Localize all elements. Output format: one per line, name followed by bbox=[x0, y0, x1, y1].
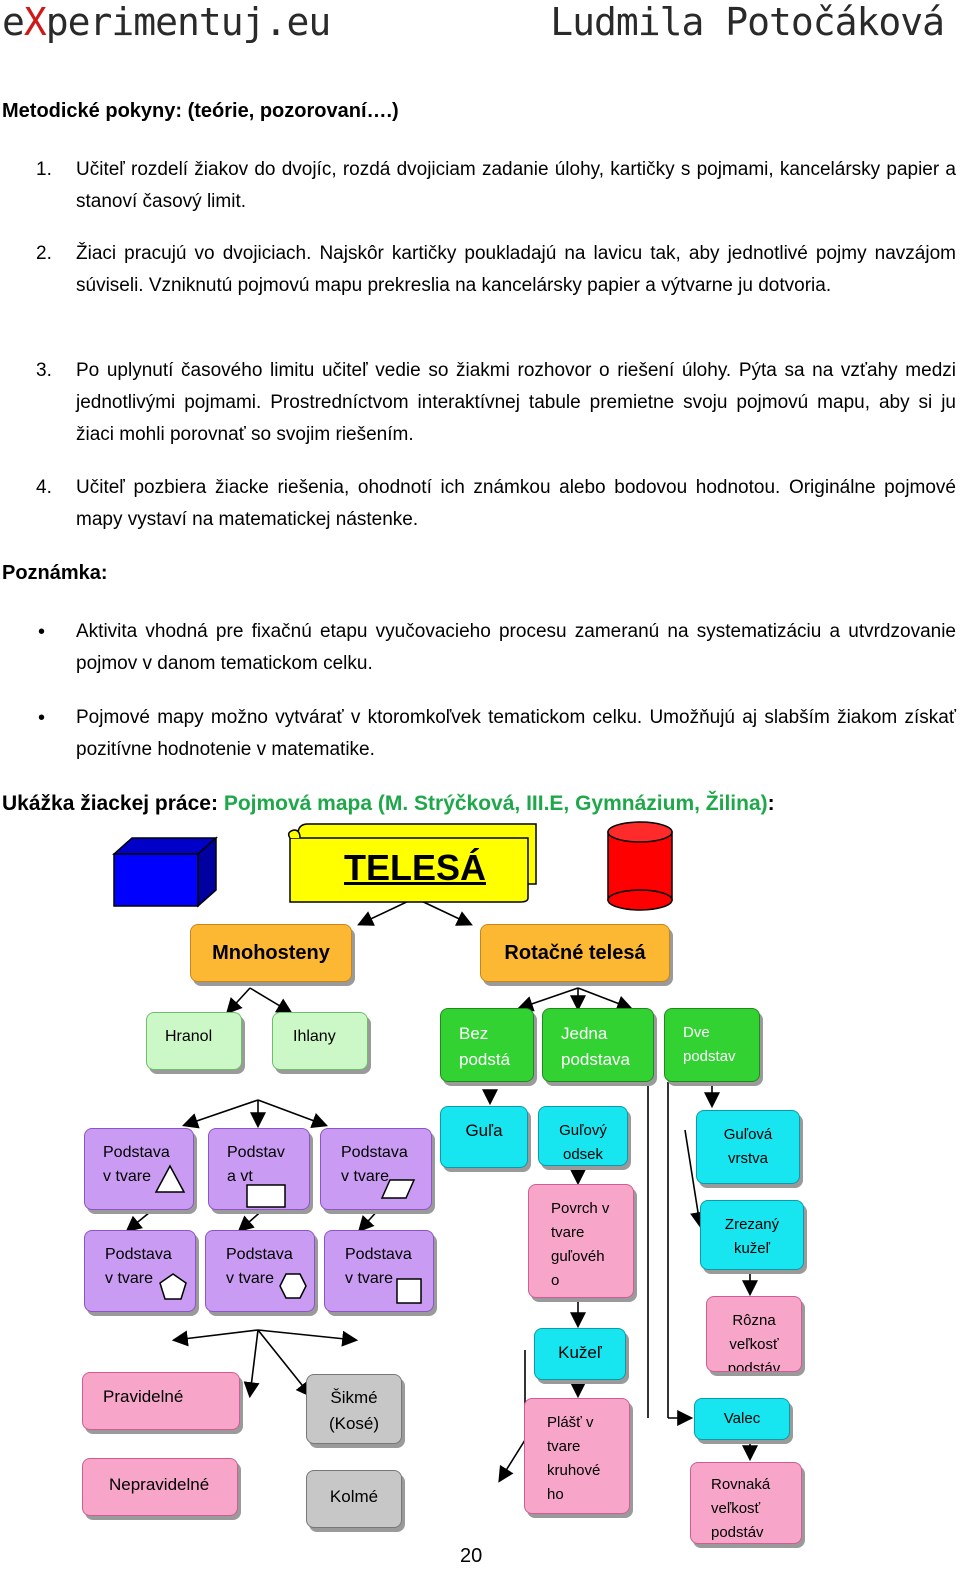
scroll-banner-icon bbox=[287, 823, 537, 903]
node-kuzel: Kužeľ bbox=[534, 1328, 626, 1380]
pentagon-icon bbox=[159, 1273, 187, 1300]
cylinder-icon bbox=[607, 821, 673, 911]
bullet-dot: • bbox=[38, 707, 46, 729]
node-hranol: Hranol bbox=[146, 1012, 242, 1070]
node-nepravidelne: Nepravidelné bbox=[82, 1458, 238, 1516]
node-podstava-rovnobeznik: Podstava v tvare bbox=[320, 1128, 432, 1210]
logo-x: X bbox=[23, 0, 47, 44]
node-zrezany-kuzel: Zrezaný kužeľ bbox=[700, 1200, 804, 1270]
sample-heading: Ukážka žiackej práce: Pojmová mapa (M. S… bbox=[2, 792, 775, 816]
node-jedna-podstava: Jedna podstava bbox=[542, 1008, 654, 1082]
sample-label: Ukážka žiackej práce: bbox=[2, 792, 218, 815]
logo-rest: perimentuj.eu bbox=[45, 0, 331, 44]
author-name: Ludmila Potočáková bbox=[550, 0, 945, 44]
item-number: 3. bbox=[36, 360, 52, 381]
square-icon bbox=[396, 1278, 422, 1304]
node-sikme: Šikmé (Kosé) bbox=[306, 1374, 402, 1444]
node-podstava-stvoruholnik: Podstav a vt bbox=[208, 1128, 310, 1210]
note-heading: Poznámka: bbox=[2, 562, 108, 584]
node-rozna-velkost: Rôzna veľkosť podstáv bbox=[706, 1296, 802, 1372]
list-item: Učiteľ rozdelí žiakov do dvojíc, rozdá d… bbox=[76, 159, 956, 212]
map-root-title: TELESÁ bbox=[343, 847, 486, 888]
item-number: 4. bbox=[36, 477, 52, 498]
item-number: 1. bbox=[36, 159, 52, 180]
node-povrch: Povrch v tvare guľovéh o bbox=[528, 1184, 634, 1298]
logo-e: e bbox=[2, 0, 25, 44]
methodology-heading: Metodické pokyny: (teórie, pozorovaní….) bbox=[2, 100, 399, 122]
node-dve-podstav: Dve podstav bbox=[664, 1008, 760, 1082]
site-logo: eXperimentuj.eu bbox=[2, 0, 331, 44]
node-rovnaka-velkost: Rovnaká veľkosť podstáv bbox=[690, 1462, 802, 1544]
list-item: Pojmové mapy možno vytvárať v ktoromkoľv… bbox=[76, 707, 956, 760]
list-item: Učiteľ pozbiera žiacke riešenia, ohodnot… bbox=[76, 477, 956, 530]
item-number: 2. bbox=[36, 243, 52, 264]
node-gula: Guľa bbox=[440, 1106, 528, 1168]
bullet-dot: • bbox=[38, 621, 46, 643]
sample-colon: : bbox=[767, 792, 775, 815]
node-gulovy-odsek: Guľový odsek bbox=[538, 1106, 628, 1166]
node-gulova-vrstva: Guľová vrstva bbox=[696, 1110, 800, 1184]
node-ihlany: Ihlany bbox=[272, 1012, 368, 1070]
rectangle-icon bbox=[246, 1184, 286, 1208]
sample-title: Pojmová mapa (M. Strýčková, III.E, Gymná… bbox=[223, 792, 768, 815]
hexagon-icon bbox=[279, 1273, 307, 1299]
page-number: 20 bbox=[460, 1545, 483, 1567]
parallelogram-icon bbox=[380, 1179, 416, 1199]
node-valec: Valec bbox=[694, 1398, 790, 1440]
node-rotacne-telesa: Rotačné telesá bbox=[480, 924, 670, 982]
node-bez-podstav: Bez podstá bbox=[440, 1008, 534, 1082]
node-mnohosteny: Mnohosteny bbox=[190, 924, 352, 982]
list-item: Aktivita vhodná pre fixačnú etapu vyučov… bbox=[76, 621, 956, 674]
node-pravidelne: Pravidelné bbox=[82, 1372, 240, 1430]
list-item: Žiaci pracujú vo dvojiciach. Najskôr kar… bbox=[76, 243, 956, 296]
node-podstava-trojuholnik: Podstava v tvare bbox=[84, 1128, 194, 1210]
node-plast: Plášť v tvare kruhové ho bbox=[524, 1398, 630, 1514]
triangle-icon bbox=[154, 1164, 186, 1193]
cube-icon bbox=[112, 836, 218, 908]
list-item: Po uplynutí časového limitu učiteľ vedie… bbox=[76, 360, 956, 445]
node-kolme: Kolmé bbox=[306, 1470, 402, 1528]
